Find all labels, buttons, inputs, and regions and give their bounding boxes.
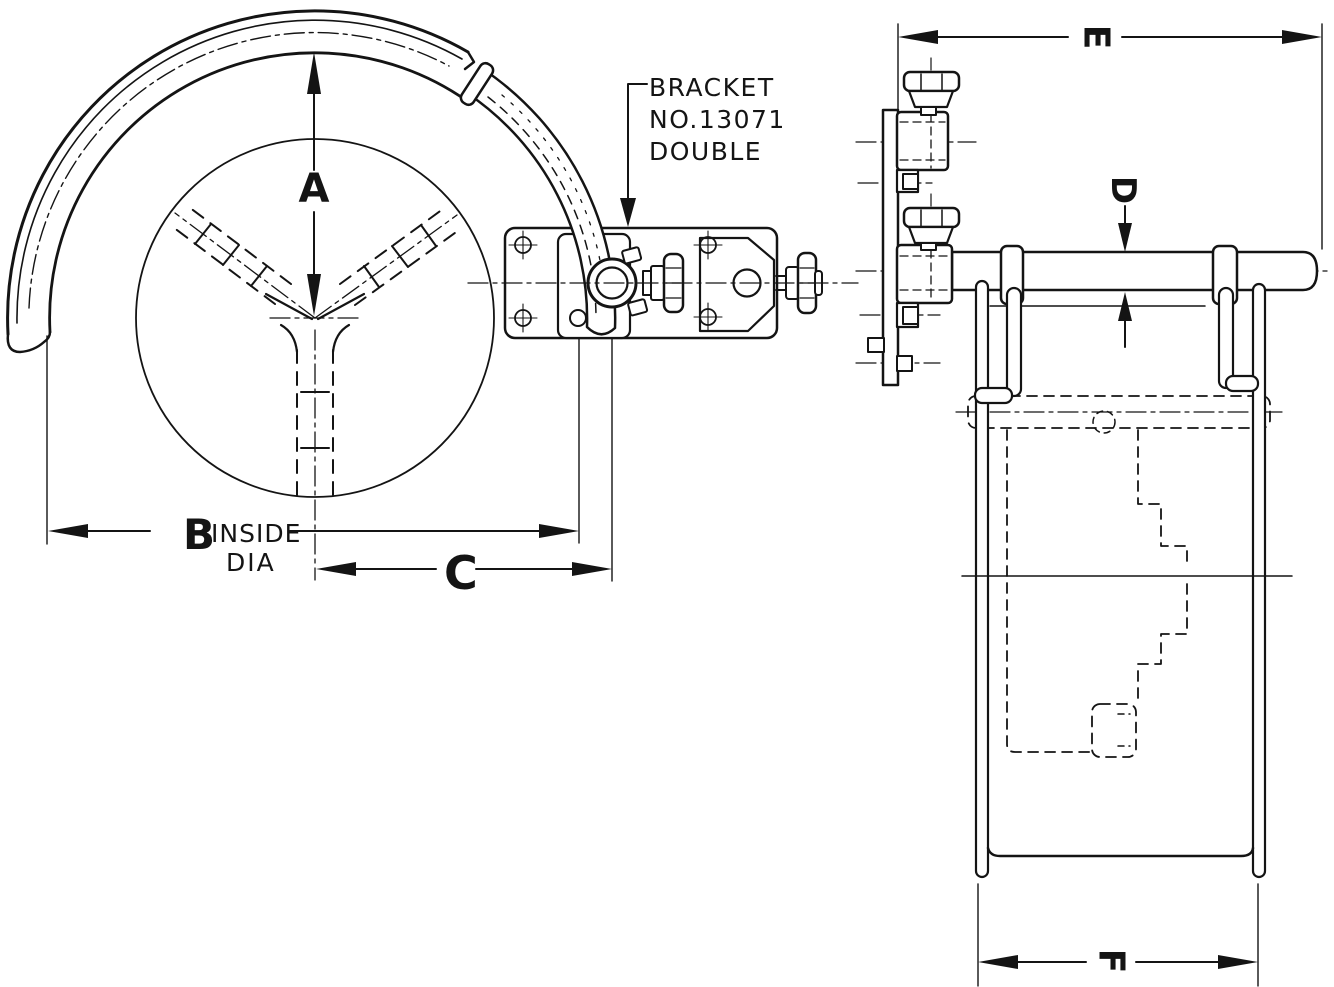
dim-a-arrowhead-up [307, 52, 321, 94]
side-plate-tab [867, 337, 885, 353]
fender-left-rail [974, 279, 990, 879]
hidden-hub-notch [1117, 713, 1131, 747]
dim-e-label: E [1076, 25, 1117, 50]
dim-d-arrowhead-up [1118, 292, 1132, 321]
dim-d-arrowhead-down [1118, 223, 1132, 252]
dimension-e: E [897, 23, 1323, 250]
hidden-tire-side [1006, 429, 1091, 753]
dim-b-note-inside: INSIDE [211, 519, 301, 548]
callout-line-1: BRACKET [649, 73, 775, 102]
knob-cap [902, 70, 961, 93]
knob-cap-facets [920, 209, 943, 227]
callout-leader-arrowhead [620, 198, 636, 227]
fender-right-rail [1251, 282, 1267, 879]
fender [6, 9, 476, 354]
fender-side-profile [961, 244, 1293, 879]
clamp-bolt [621, 246, 643, 265]
fender-liner-line [16, 19, 463, 324]
bolt-hole-crosshair [693, 230, 723, 260]
hidden-hub-steps-upper [1137, 429, 1188, 569]
wing-knob-lower [902, 206, 961, 251]
dim-f-arrowhead-right [1218, 955, 1258, 969]
bracket-right-assembly [693, 230, 823, 333]
fender-inner-edge [48, 51, 469, 334]
spoke-centerline [174, 212, 316, 319]
dim-c-arrowhead-right [572, 562, 612, 576]
plate-bottom-bolt [896, 355, 913, 372]
dimension-b: B INSIDE DIA [46, 335, 580, 577]
lower-block-hidden-lines [899, 249, 949, 301]
knob-cap [902, 206, 961, 229]
hidden-valve-detail [1092, 410, 1116, 434]
fender-end-cap [463, 50, 476, 71]
hidden-wheel-outline [955, 395, 1287, 758]
dimension-f: F [977, 883, 1259, 987]
side-view: E D F [855, 23, 1333, 987]
stay-texture-dashes [487, 96, 597, 319]
dim-b-arrowhead-left [48, 524, 88, 538]
spoke-edge [354, 229, 460, 306]
dimension-a: A [299, 52, 330, 316]
knob-cap-facets [920, 73, 943, 91]
spoke-centerline [314, 214, 458, 319]
upper-block-hidden-lines [899, 113, 946, 169]
lower-step-bolt [902, 306, 919, 325]
spoke-edge [188, 206, 292, 285]
knob-skirt [907, 225, 955, 245]
dim-f-label: F [1091, 949, 1132, 974]
front-view: BRACKET NO.13071 DOUBLE A B INSIDE DIA [6, 9, 859, 600]
hub-solid-fillet [279, 323, 351, 354]
bolt-hole-crosshair [508, 230, 538, 260]
dim-a-arrowhead-down [307, 274, 321, 316]
hub-solid-fillet [264, 292, 366, 321]
dim-b-arrowhead-right [539, 524, 579, 538]
dim-c-label: C [444, 546, 478, 600]
bracket-side-plate-assembly [867, 70, 961, 387]
bolt-hole-crosshair [508, 303, 538, 333]
stay-foot-left [973, 386, 1014, 405]
dim-b-label: B [183, 510, 215, 559]
spoke-edge [339, 208, 444, 285]
dim-e-arrowhead-left [898, 30, 938, 44]
hidden-hub-steps-lower [1137, 583, 1188, 703]
fender-left-tip [6, 330, 52, 354]
fender-mid-centerline [28, 31, 450, 309]
stay-hook-left [1005, 286, 1023, 398]
hidden-hub-box [1091, 703, 1137, 758]
dim-e-arrowhead-right [1282, 30, 1322, 44]
dim-d-label: D [1103, 176, 1143, 204]
knob-neck [920, 242, 937, 251]
callout-bracket: BRACKET NO.13071 DOUBLE [620, 73, 786, 227]
fender-bottom-edge [986, 846, 1255, 858]
spoke-edge [172, 226, 276, 305]
upper-clamp-block [895, 110, 950, 172]
bracket-right-inner-plate [698, 236, 776, 333]
callout-leader-line [627, 83, 648, 201]
knob-neck [920, 106, 937, 116]
dimension-d: D [1103, 176, 1143, 348]
upper-step-bolt [902, 173, 919, 190]
stay-ferrule [459, 61, 495, 107]
dim-a-label: A [299, 166, 330, 212]
dim-f-arrowhead-left [978, 955, 1018, 969]
clamp-bolt [627, 298, 649, 317]
stay-foot-right [1224, 374, 1260, 393]
dim-b-note-dia: DIA [226, 548, 276, 577]
callout-line-3: DOUBLE [649, 137, 762, 166]
stay-hook-right [1217, 286, 1235, 390]
dimension-c: C [316, 338, 613, 600]
wing-knob-upper [902, 70, 961, 116]
fender-outer-edge [6, 9, 470, 336]
hub-spokes [172, 206, 460, 581]
dim-c-arrowhead-left [316, 562, 356, 576]
knob-skirt [907, 89, 955, 109]
lower-clamp-block [895, 243, 954, 305]
callout-line-2: NO.13071 [649, 105, 786, 134]
bolt-hole-crosshair [693, 302, 723, 332]
